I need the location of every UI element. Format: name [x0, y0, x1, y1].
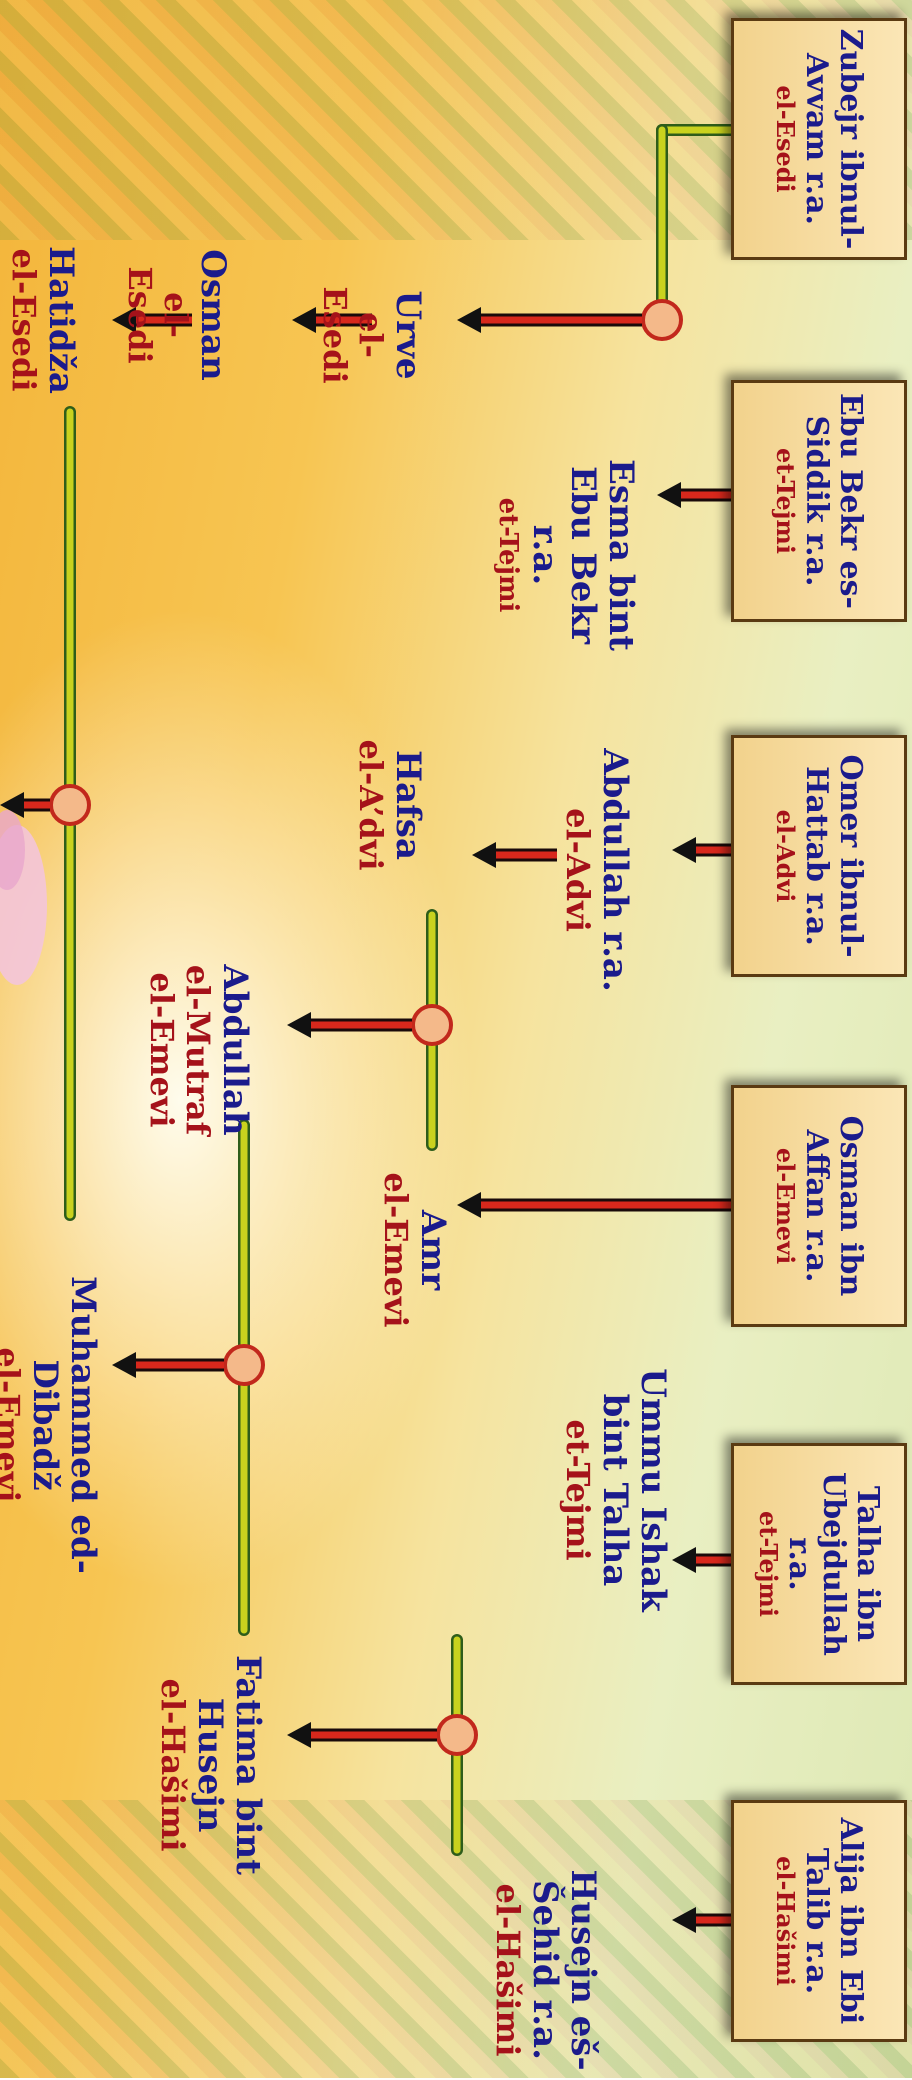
person-urve-tribe: el-Esedi — [316, 286, 390, 384]
box-ebu-bekr-tribe: et-Tejmi — [771, 448, 800, 554]
person-husejn-tribe: el-Hašimi — [489, 1883, 527, 2057]
person-muhammed: Muhammed ed-Dibadž el-Emevi — [0, 1250, 103, 1600]
person-urve: Urve el-Esedi — [316, 270, 428, 400]
box-ebu-bekr: Ebu Bekr es-Siddik r.a. et-Tejmi — [731, 380, 907, 622]
box-talha-name: Talha ibn Ubejdullah r.a. — [782, 1472, 885, 1656]
person-abdullah-mutraf-name: Abdullah — [215, 964, 255, 1136]
arrow-node-abdullah-head — [287, 1012, 311, 1038]
person-fatima-tribe: el-Hašimi — [154, 1678, 192, 1852]
person-muhammed-tribe: el-Emevi — [0, 1347, 27, 1503]
box-osman-ibn-affan-tribe: el-Emevi — [771, 1147, 800, 1265]
person-amr: Amr el-Emevi — [377, 1170, 453, 1330]
person-husejn-name: Husejn eš-Šehid r.a. — [525, 1869, 603, 2071]
marriage-node-hatidza-muhammed — [49, 784, 91, 826]
box-omer-tribe: el-Advi — [771, 809, 800, 903]
person-esma-name: Esma bint Ebu Bekr r.a. — [525, 458, 641, 651]
box-zubejr-name: Zubejr ibnul-Avvam r.a. — [799, 28, 868, 250]
box-talha-tribe: et-Tejmi — [754, 1511, 783, 1617]
arrow-node-muhammed-head — [112, 1352, 136, 1378]
arrow-omer-abdullah-head — [672, 837, 696, 863]
person-abdullah-omer-tribe: el-Advi — [559, 808, 597, 932]
box-omer-name: Omer ibnul-Hattab r.a. — [799, 754, 868, 958]
person-fatima: Fatima bint Husejn el-Hašimi — [154, 1640, 268, 1890]
marriage-node-hafsa-amr — [411, 1004, 453, 1046]
person-ummu-ishak-name: Ummu Ishak bint Talha — [595, 1368, 673, 1612]
arrow-node-fatima-head — [287, 1722, 311, 1748]
arrow-alija-husejn-head — [672, 1907, 696, 1933]
person-muhammed-name: Muhammed ed-Dibadž — [25, 1276, 103, 1574]
box-zubejr: Zubejr ibnul-Avvam r.a. el-Esedi — [731, 18, 907, 260]
box-osman-ibn-affan: Osman ibn Affan r.a. el-Emevi — [731, 1085, 907, 1327]
marriage-node-ummu-husejn — [436, 1714, 478, 1756]
person-hafsa: Hafsa el-A’dvi — [352, 730, 428, 880]
arrow-osman-amr-head — [457, 1192, 481, 1218]
person-husejn: Husejn eš-Šehid r.a. el-Hašimi — [489, 1860, 603, 2080]
person-hatidza: Hatidža el-Esedi — [5, 230, 81, 410]
box-ebu-bekr-name: Ebu Bekr es-Siddik r.a. — [799, 392, 868, 609]
box-osman-ibn-affan-name: Osman ibn Affan r.a. — [799, 1115, 868, 1297]
person-hafsa-tribe: el-A’dvi — [352, 739, 390, 871]
arrow-osman-hatidza-head — [112, 307, 136, 333]
box-alija: Alija ibn Ebi Talib r.a. el-Hašimi — [731, 1800, 907, 2042]
arrow-ebubekr-esma-head — [657, 482, 681, 508]
marriage-node-zubejr-esma — [641, 299, 683, 341]
person-amr-tribe: el-Emevi — [377, 1172, 415, 1328]
person-hatidza-name: Hatidža — [41, 246, 81, 394]
person-osman-tribe: el-Esedi — [121, 266, 195, 364]
person-esma: Esma bint Ebu Bekr r.a. et-Tejmi — [490, 430, 641, 680]
person-osman: Osman el-Esedi — [121, 245, 233, 385]
box-zubejr-tribe: el-Esedi — [771, 85, 800, 193]
person-esma-tribe: et-Tejmi — [493, 497, 523, 613]
person-ummu-ishak-tribe: et-Tejmi — [559, 1419, 597, 1561]
person-hafsa-name: Hafsa — [388, 750, 428, 860]
person-ummu-ishak: Ummu Ishak bint Talha et-Tejmi — [559, 1355, 673, 1625]
box-alija-name: Alija ibn Ebi Talib r.a. — [799, 1817, 868, 2025]
person-abdullah-omer: Abdullah r.a. el-Advi — [559, 720, 635, 1020]
arrow-node-descendant-head — [0, 792, 24, 818]
box-omer: Omer ibnul-Hattab r.a. el-Advi — [731, 735, 907, 977]
person-osman-name: Osman — [193, 249, 233, 381]
arrow-talha-ummu-head — [672, 1547, 696, 1573]
person-fatima-name: Fatima bint Husejn — [190, 1655, 268, 1875]
person-abdullah-mutraf-tribe: el-Mutraf el-Emevi — [143, 964, 217, 1136]
person-urve-name: Urve — [388, 290, 428, 380]
person-hatidza-tribe: el-Esedi — [5, 248, 43, 392]
person-abdullah-omer-name: Abdullah r.a. — [595, 748, 635, 992]
arrow-node-urve-head — [457, 307, 481, 333]
box-talha: Talha ibn Ubejdullah r.a. et-Tejmi — [731, 1443, 907, 1685]
box-alija-tribe: el-Hašimi — [771, 1856, 800, 1986]
arrow-abdullah-hafsa-head — [472, 842, 496, 868]
person-abdullah-mutraf: Abdullah el-Mutraf el-Emevi — [143, 945, 255, 1155]
marriage-node-abdullah-fatima — [223, 1344, 265, 1386]
person-amr-name: Amr — [413, 1209, 453, 1291]
arrow-urve-osman-head — [292, 307, 316, 333]
